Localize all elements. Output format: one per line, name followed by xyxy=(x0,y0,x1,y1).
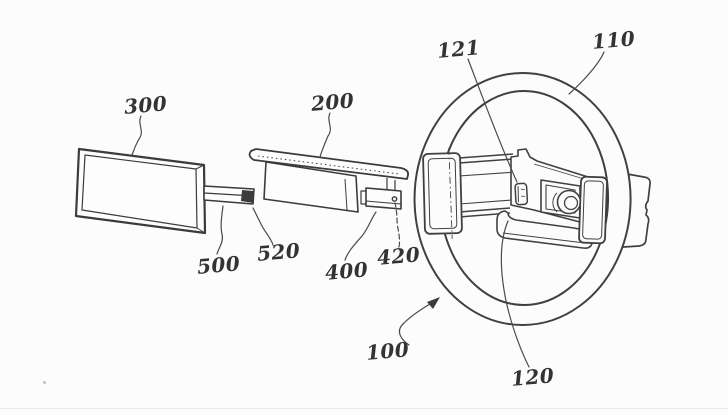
ref-label-420: 420 xyxy=(376,242,422,270)
ref-label-500: 500 xyxy=(196,251,242,279)
hub-slide-rails xyxy=(458,153,518,218)
video-artifact-speck xyxy=(43,381,46,384)
storage-box xyxy=(248,148,410,213)
storage-box-lid xyxy=(248,148,410,180)
rod-end-cap xyxy=(241,190,254,203)
bracket-pin xyxy=(391,196,398,202)
leader-200 xyxy=(319,112,331,158)
leader-110 xyxy=(568,51,605,95)
leader-400 xyxy=(344,211,377,261)
mounting-bracket xyxy=(360,178,402,210)
leader-500 xyxy=(216,205,224,255)
hub-right-pad xyxy=(578,175,608,245)
leader-100 xyxy=(398,303,431,346)
ref-label-100: 100 xyxy=(365,337,411,365)
ref-label-520: 520 xyxy=(256,238,302,266)
leader-lines xyxy=(131,51,605,368)
frame-bottom-edge xyxy=(0,408,728,409)
leader-120 xyxy=(500,220,530,368)
leader-300 xyxy=(131,115,142,156)
ref-label-110: 110 xyxy=(591,26,637,54)
ref-label-300: 300 xyxy=(123,91,169,119)
ref-label-120: 120 xyxy=(510,363,556,391)
hub-left-pad xyxy=(422,147,463,239)
steering-wheel-rim xyxy=(413,72,632,326)
key-slot xyxy=(514,182,529,206)
support-rod xyxy=(203,185,255,205)
display-panel xyxy=(74,147,207,235)
ref-label-400: 400 xyxy=(324,257,370,285)
ref-label-200: 200 xyxy=(310,88,356,116)
roller xyxy=(552,189,582,215)
arrowhead-100 xyxy=(427,297,440,309)
hub-lower-tray xyxy=(496,210,593,249)
leader-121 xyxy=(467,58,518,183)
ref-label-121: 121 xyxy=(436,35,482,63)
leader-420 xyxy=(394,202,401,248)
leader-520 xyxy=(252,207,274,246)
